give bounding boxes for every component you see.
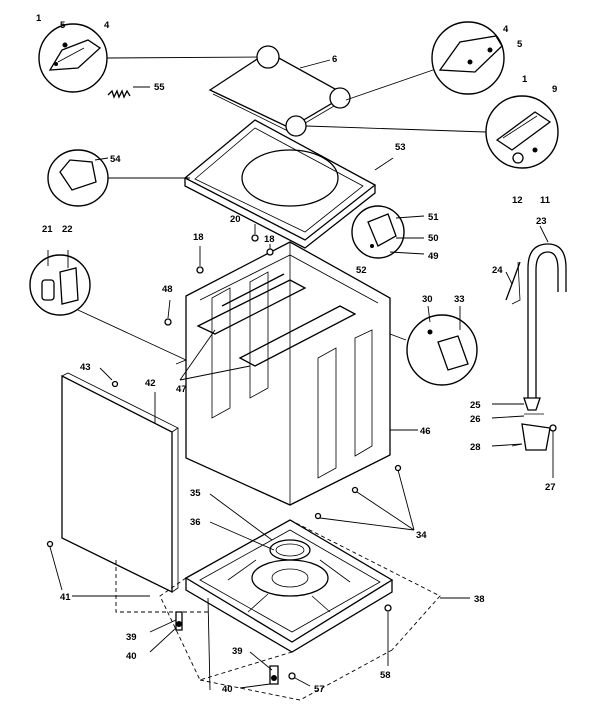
label-40-bottom: 40 (222, 684, 233, 695)
label-49: 49 (428, 251, 439, 262)
label-38: 38 (474, 594, 485, 605)
label-33: 33 (454, 294, 465, 305)
label-46: 46 (420, 426, 431, 437)
label-1-top-right: 1 (522, 74, 528, 85)
label-22: 22 (62, 224, 73, 235)
callout-lid-switch (305, 95, 559, 169)
label-36: 36 (190, 517, 201, 528)
label-27: 27 (545, 482, 556, 493)
part-number-labels: 1 5 4 55 6 4 5 1 9 53 54 12 11 20 51 50 … (36, 13, 557, 695)
callout-switch-bracket (351, 205, 425, 259)
callout-hose-connector (29, 250, 187, 361)
label-50: 50 (428, 233, 439, 244)
label-26: 26 (470, 414, 481, 425)
label-40-left: 40 (126, 651, 137, 662)
label-43: 43 (80, 362, 91, 373)
label-58: 58 (380, 670, 391, 681)
label-9: 9 (552, 84, 557, 95)
label-12: 12 (512, 195, 523, 206)
top-panel (183, 119, 394, 249)
lid-spring (107, 86, 150, 99)
label-57: 57 (314, 684, 325, 695)
label-52: 52 (356, 265, 367, 276)
label-20: 20 (230, 214, 241, 225)
label-25: 25 (470, 400, 481, 411)
cabinet-base (149, 493, 470, 701)
label-5-top-left: 5 (60, 20, 66, 31)
label-35: 35 (190, 488, 201, 499)
callout-lid-hinge-right (345, 21, 505, 101)
cabinet-body (164, 224, 418, 531)
callout-bleach-cup (47, 149, 190, 207)
label-53: 53 (395, 142, 406, 153)
label-54: 54 (110, 154, 121, 165)
label-48: 48 (162, 284, 173, 295)
label-39-bottom: 39 (232, 646, 243, 657)
label-5-top-right: 5 (517, 39, 523, 50)
label-11: 11 (540, 195, 551, 206)
label-23: 23 (536, 216, 547, 227)
drain-hose-assembly (491, 225, 567, 478)
label-18-right: 18 (264, 234, 275, 245)
label-6: 6 (332, 54, 337, 65)
label-34: 34 (416, 530, 427, 541)
label-30: 30 (422, 294, 433, 305)
label-55: 55 (154, 82, 165, 93)
label-51: 51 (428, 212, 439, 223)
label-41: 41 (60, 592, 71, 603)
callout-cabinet-clip (389, 305, 478, 386)
label-47: 47 (176, 384, 187, 395)
label-28: 28 (470, 442, 481, 453)
label-4-top-right: 4 (503, 24, 509, 35)
label-21: 21 (42, 224, 53, 235)
front-panel (46, 367, 210, 613)
label-18-left: 18 (193, 232, 204, 243)
label-39-left: 39 (126, 632, 137, 643)
label-42: 42 (145, 378, 156, 389)
label-1-top-left: 1 (36, 13, 42, 24)
label-24: 24 (492, 265, 503, 276)
washer-lid (208, 45, 351, 137)
callout-lid-hinge-left (38, 23, 268, 93)
label-4-top-left: 4 (104, 20, 110, 31)
